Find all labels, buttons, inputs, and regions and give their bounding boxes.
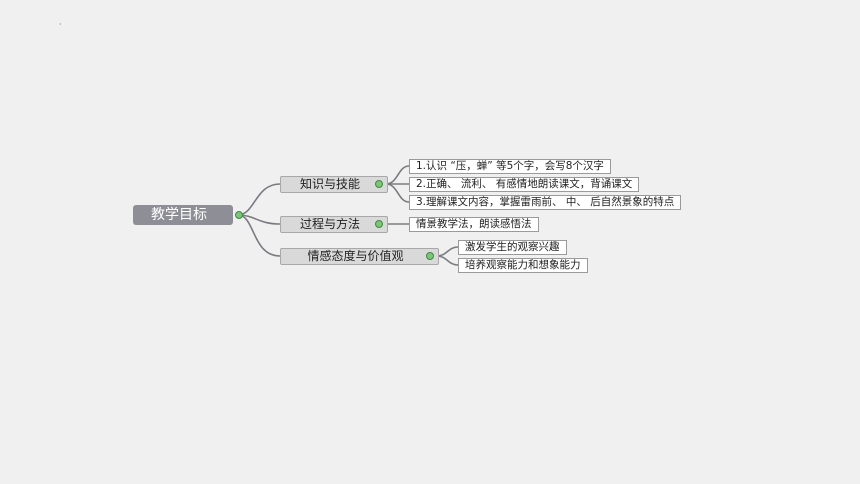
connector-knowledge-leaf-3 <box>385 183 410 203</box>
branch-collapse-toggle[interactable] <box>375 220 383 228</box>
leaf-node[interactable]: 1.认识 “压，蝉” 等5个字，会写8个汉字 <box>409 159 611 174</box>
stray-dot: · <box>59 20 62 29</box>
leaf-text: 激发学生的观察兴趣 <box>465 241 560 253</box>
branch-label: 知识与技能 <box>299 177 360 191</box>
leaf-node[interactable]: 情景教学法，朗读感悟法 <box>409 217 539 232</box>
leaf-node[interactable]: 2.正确、 流利、 有感情地朗读课文，背诵课文 <box>409 177 640 192</box>
leaf-node[interactable]: 激发学生的观察兴趣 <box>458 240 567 255</box>
branch-node-emotion-values[interactable]: 情感态度与价值观 <box>280 248 439 265</box>
branch-node-knowledge-skills[interactable]: 知识与技能 <box>280 176 388 193</box>
branch-collapse-toggle[interactable] <box>426 252 434 260</box>
leaf-text: 2.正确、 流利、 有感情地朗读课文，背诵课文 <box>416 178 633 190</box>
root-node-label: 教学目标 <box>151 207 207 223</box>
leaf-text: 3.理解课文内容，掌握雷雨前、 中、 后自然景象的特点 <box>416 196 675 208</box>
branch-label: 情感态度与价值观 <box>307 249 404 263</box>
connector-emotion-leaf-1 <box>436 246 459 257</box>
connector-root-to-knowledge <box>237 183 281 216</box>
branch-node-process-methods[interactable]: 过程与方法 <box>280 216 388 233</box>
branch-label: 过程与方法 <box>299 217 360 231</box>
branch-collapse-toggle[interactable] <box>375 180 383 188</box>
leaf-node[interactable]: 3.理解课文内容，掌握雷雨前、 中、 后自然景象的特点 <box>409 195 682 210</box>
root-collapse-toggle[interactable] <box>235 211 243 219</box>
leaf-text: 情景教学法，朗读感悟法 <box>416 218 532 230</box>
connector-emotion-leaf-2 <box>436 255 459 266</box>
root-node[interactable]: 教学目标 <box>133 205 233 225</box>
leaf-node[interactable]: 培养观察能力和想象能力 <box>458 258 588 273</box>
connector-root-to-emotion <box>237 214 281 257</box>
leaf-text: 培养观察能力和想象能力 <box>465 259 581 271</box>
leaf-text: 1.认识 “压，蝉” 等5个字，会写8个汉字 <box>416 160 604 172</box>
connector-knowledge-leaf-1 <box>385 165 410 185</box>
